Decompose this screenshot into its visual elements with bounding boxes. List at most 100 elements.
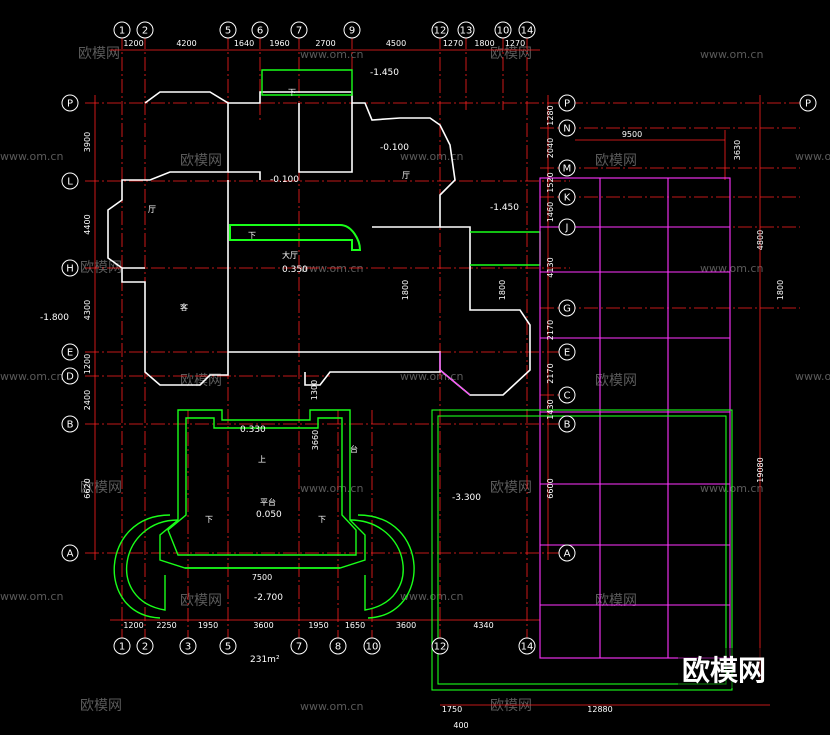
mid-axis-bubble-circle bbox=[558, 544, 576, 562]
top-axis-bubble-circle bbox=[518, 21, 536, 39]
right-axis-bubble: P bbox=[805, 99, 811, 110]
mid-axis-bubble: G bbox=[563, 304, 571, 315]
left-axis-bubble: H bbox=[66, 264, 74, 275]
level-label: -3.300 bbox=[452, 493, 481, 503]
level-label: -0.100 bbox=[380, 143, 409, 153]
right-axis-bubble-circle bbox=[799, 94, 817, 112]
watermark-url: www.om.cn bbox=[400, 150, 463, 163]
mid-axis-bubble: C bbox=[564, 391, 571, 402]
mid-axis-bubble: J bbox=[565, 223, 569, 234]
bottom-axis-bubble-circle bbox=[290, 637, 308, 655]
dimension-value: 400 bbox=[453, 721, 468, 730]
bottom-axis-bubble: 14 bbox=[521, 642, 534, 653]
watermark-url: www.om.cn bbox=[700, 48, 763, 61]
room-label: 下 bbox=[248, 231, 256, 240]
room-label: 上 bbox=[258, 455, 266, 464]
watermark: 欧模网 bbox=[80, 260, 122, 276]
mid-axis-bubble-circle bbox=[558, 119, 576, 137]
dimension-value: 1960 bbox=[269, 39, 289, 48]
dimension-value: 1430 bbox=[546, 399, 555, 419]
outer-terrace-outline bbox=[431, 409, 733, 691]
dimension-value: 2700 bbox=[315, 39, 335, 48]
dimension-value: 9500 bbox=[622, 130, 642, 139]
room-label: 下 bbox=[318, 515, 326, 524]
top-axis-bubble: 6 bbox=[257, 26, 263, 37]
level-label: 0.050 bbox=[256, 510, 282, 520]
dimension-value: 2250 bbox=[156, 621, 176, 630]
dimension-value: 4130 bbox=[546, 257, 555, 277]
left-axis-bubble: P bbox=[67, 99, 73, 110]
dimension-value: 3630 bbox=[733, 140, 742, 160]
dimension-value: 1800 bbox=[401, 280, 410, 300]
room-label: 平台 bbox=[260, 497, 276, 507]
mid-axis-bubble: K bbox=[564, 193, 571, 204]
dimension-value: 1200 bbox=[123, 39, 143, 48]
dimension-value: 1270 bbox=[505, 39, 525, 48]
dimension-value: 4300 bbox=[83, 300, 92, 320]
mid-axis-bubble: N bbox=[563, 124, 570, 135]
watermark: 欧模网 bbox=[595, 593, 637, 609]
left-axis-bubble: E bbox=[67, 348, 73, 359]
bottom-axis-bubble: 10 bbox=[366, 642, 379, 653]
dimension-value: 3600 bbox=[396, 621, 416, 630]
dimension-value: 1800 bbox=[474, 39, 494, 48]
top-axis-bubble-circle bbox=[113, 21, 131, 39]
watermark-url: www.om.cn bbox=[0, 150, 63, 163]
watermark-url: www.om.cn bbox=[300, 48, 363, 61]
dimension-value: 3900 bbox=[83, 132, 92, 152]
mid-axis-bubble: P bbox=[564, 99, 570, 110]
dimension-value: 1950 bbox=[308, 621, 328, 630]
top-axis-bubble-circle bbox=[219, 21, 237, 39]
watermark: 欧模网 bbox=[490, 698, 532, 714]
room-label: 台 bbox=[350, 444, 358, 454]
watermark: 欧模网 bbox=[490, 480, 532, 496]
top-axis-bubble: 9 bbox=[349, 26, 355, 37]
bottom-axis-bubble-circle bbox=[363, 637, 381, 655]
top-axis-bubble-circle bbox=[136, 21, 154, 39]
dimension-value: 2040 bbox=[546, 138, 555, 158]
dimension-value: 1800 bbox=[776, 280, 785, 300]
top-axis-bubble-circle bbox=[494, 21, 512, 39]
top-axis-bubble: 7 bbox=[296, 26, 302, 37]
level-label: -1.450 bbox=[370, 68, 399, 78]
dimension-value: 6620 bbox=[83, 478, 92, 498]
dimension-value: 3660 bbox=[311, 430, 320, 450]
mid-axis-bubble-circle bbox=[558, 218, 576, 236]
room-label: 客 bbox=[180, 302, 188, 312]
dimension-value: 4400 bbox=[83, 214, 92, 234]
watermark-url: www.om.cn bbox=[400, 370, 463, 383]
bottom-axis-bubble: 8 bbox=[335, 642, 341, 653]
watermark-url: www.om.cn bbox=[700, 262, 763, 275]
left-axis-bubble: A bbox=[67, 549, 74, 560]
dimension-value: 6600 bbox=[546, 478, 555, 498]
bottom-axis-bubble-circle bbox=[136, 637, 154, 655]
mid-axis-bubble: B bbox=[564, 420, 571, 431]
dimension-value: 4340 bbox=[473, 621, 493, 630]
mid-axis-bubble-circle bbox=[558, 188, 576, 206]
dimension-value: 1280 bbox=[546, 105, 555, 125]
left-axis-bubble: D bbox=[66, 372, 74, 383]
room-label: 下 bbox=[205, 515, 213, 524]
dimension-value: 1200 bbox=[123, 621, 143, 630]
dimension-value: 1520 bbox=[546, 172, 555, 192]
mid-axis-bubble-circle bbox=[558, 299, 576, 317]
watermark: 欧模网 bbox=[80, 480, 122, 496]
watermark-url: www.om.cn bbox=[300, 700, 363, 713]
bottom-axis-bubble-circle bbox=[113, 637, 131, 655]
dimension-value: 1300 bbox=[310, 380, 319, 400]
bottom-axis-bubble: 1 bbox=[119, 642, 125, 653]
dimension-value: 1800 bbox=[498, 280, 507, 300]
terrace-and-stairs bbox=[113, 69, 541, 619]
top-axis-bubble: 1 bbox=[119, 26, 125, 37]
left-axis-bubble-circle bbox=[61, 367, 79, 385]
top-axis-bubble: 5 bbox=[225, 26, 231, 37]
left-axis-bubble-circle bbox=[61, 544, 79, 562]
room-label: 厅 bbox=[402, 171, 410, 180]
dimension-value: 19080 bbox=[756, 457, 765, 482]
top-axis-bubble: 12 bbox=[434, 26, 447, 37]
dimension-value: 1200 bbox=[83, 354, 92, 374]
dimension-value: 4500 bbox=[386, 39, 406, 48]
bottom-axis-bubble-circle bbox=[431, 637, 449, 655]
left-axis-bubble-circle bbox=[61, 172, 79, 190]
